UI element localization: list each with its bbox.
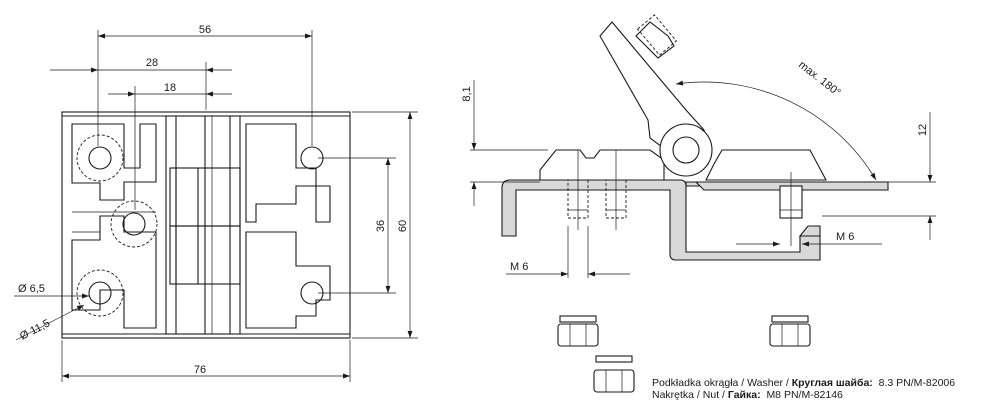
left-leaf-plate [71,123,157,201]
nut-ru: Гайка: [727,389,761,401]
counterbore-circle [76,134,124,182]
nut-middle [593,369,635,393]
max-angle-label: max. 180° [796,59,843,99]
washer-right [771,315,809,323]
dim-m6-left: M 6 [510,261,528,273]
dim-counterbore-diameter: Ø 11,5 [18,317,52,342]
washer-standard: 8.3 PN/M-82006 [878,377,956,389]
dim-hole-diameter: Ø 6,5 [18,283,45,295]
side-view: 8,1 12 max. 180° M 6 M 6 [461,14,936,278]
nut-pl: Nakrętka [652,389,695,401]
nut-left [557,323,599,347]
washer-middle [595,355,633,363]
right-leaf-plate [245,123,331,223]
washer-ru: Круглая шайба: [791,377,873,389]
nut-en: Nut [702,389,720,401]
nut-right [769,323,811,347]
washer-pl: Podkładka okrągła [652,377,739,389]
legend-separator: / [694,389,703,401]
hinge-base-leaf [539,149,665,181]
hinge-pin-boss [659,123,713,177]
dim-76: 76 [194,364,206,376]
mounting-bracket [501,179,821,261]
front-view: 56 28 18 76 36 60 Ø 6,5 Ø 11,5 [14,24,418,382]
rotation-arc [675,80,877,181]
washer-left [559,315,597,323]
hinge-body-outline [61,111,351,339]
dim-56: 56 [199,24,211,36]
dim-12: 12 [917,124,929,136]
dim-m6-right: M 6 [836,231,854,243]
legend-washer: Podkładka okrągła / Washer / Круглая шай… [652,377,955,389]
nut-standard: M8 PN/M-82146 [766,389,843,401]
legend-nut: Nakrętka / Nut / Гайка: M8 PN/M-82146 [652,389,843,401]
legend-separator: / [719,389,728,401]
dim-18: 18 [164,82,176,94]
dim-8-1: 8,1 [461,86,473,101]
hinge-knuckle [165,115,241,335]
dim-36: 36 [375,220,387,232]
hole-circle [88,146,112,170]
fasteners [557,315,811,393]
legend-separator: / [738,377,748,389]
legend-separator: / [782,377,792,389]
dim-60: 60 [397,220,409,232]
dim-28: 28 [146,57,158,69]
washer-en: Washer [747,377,783,389]
